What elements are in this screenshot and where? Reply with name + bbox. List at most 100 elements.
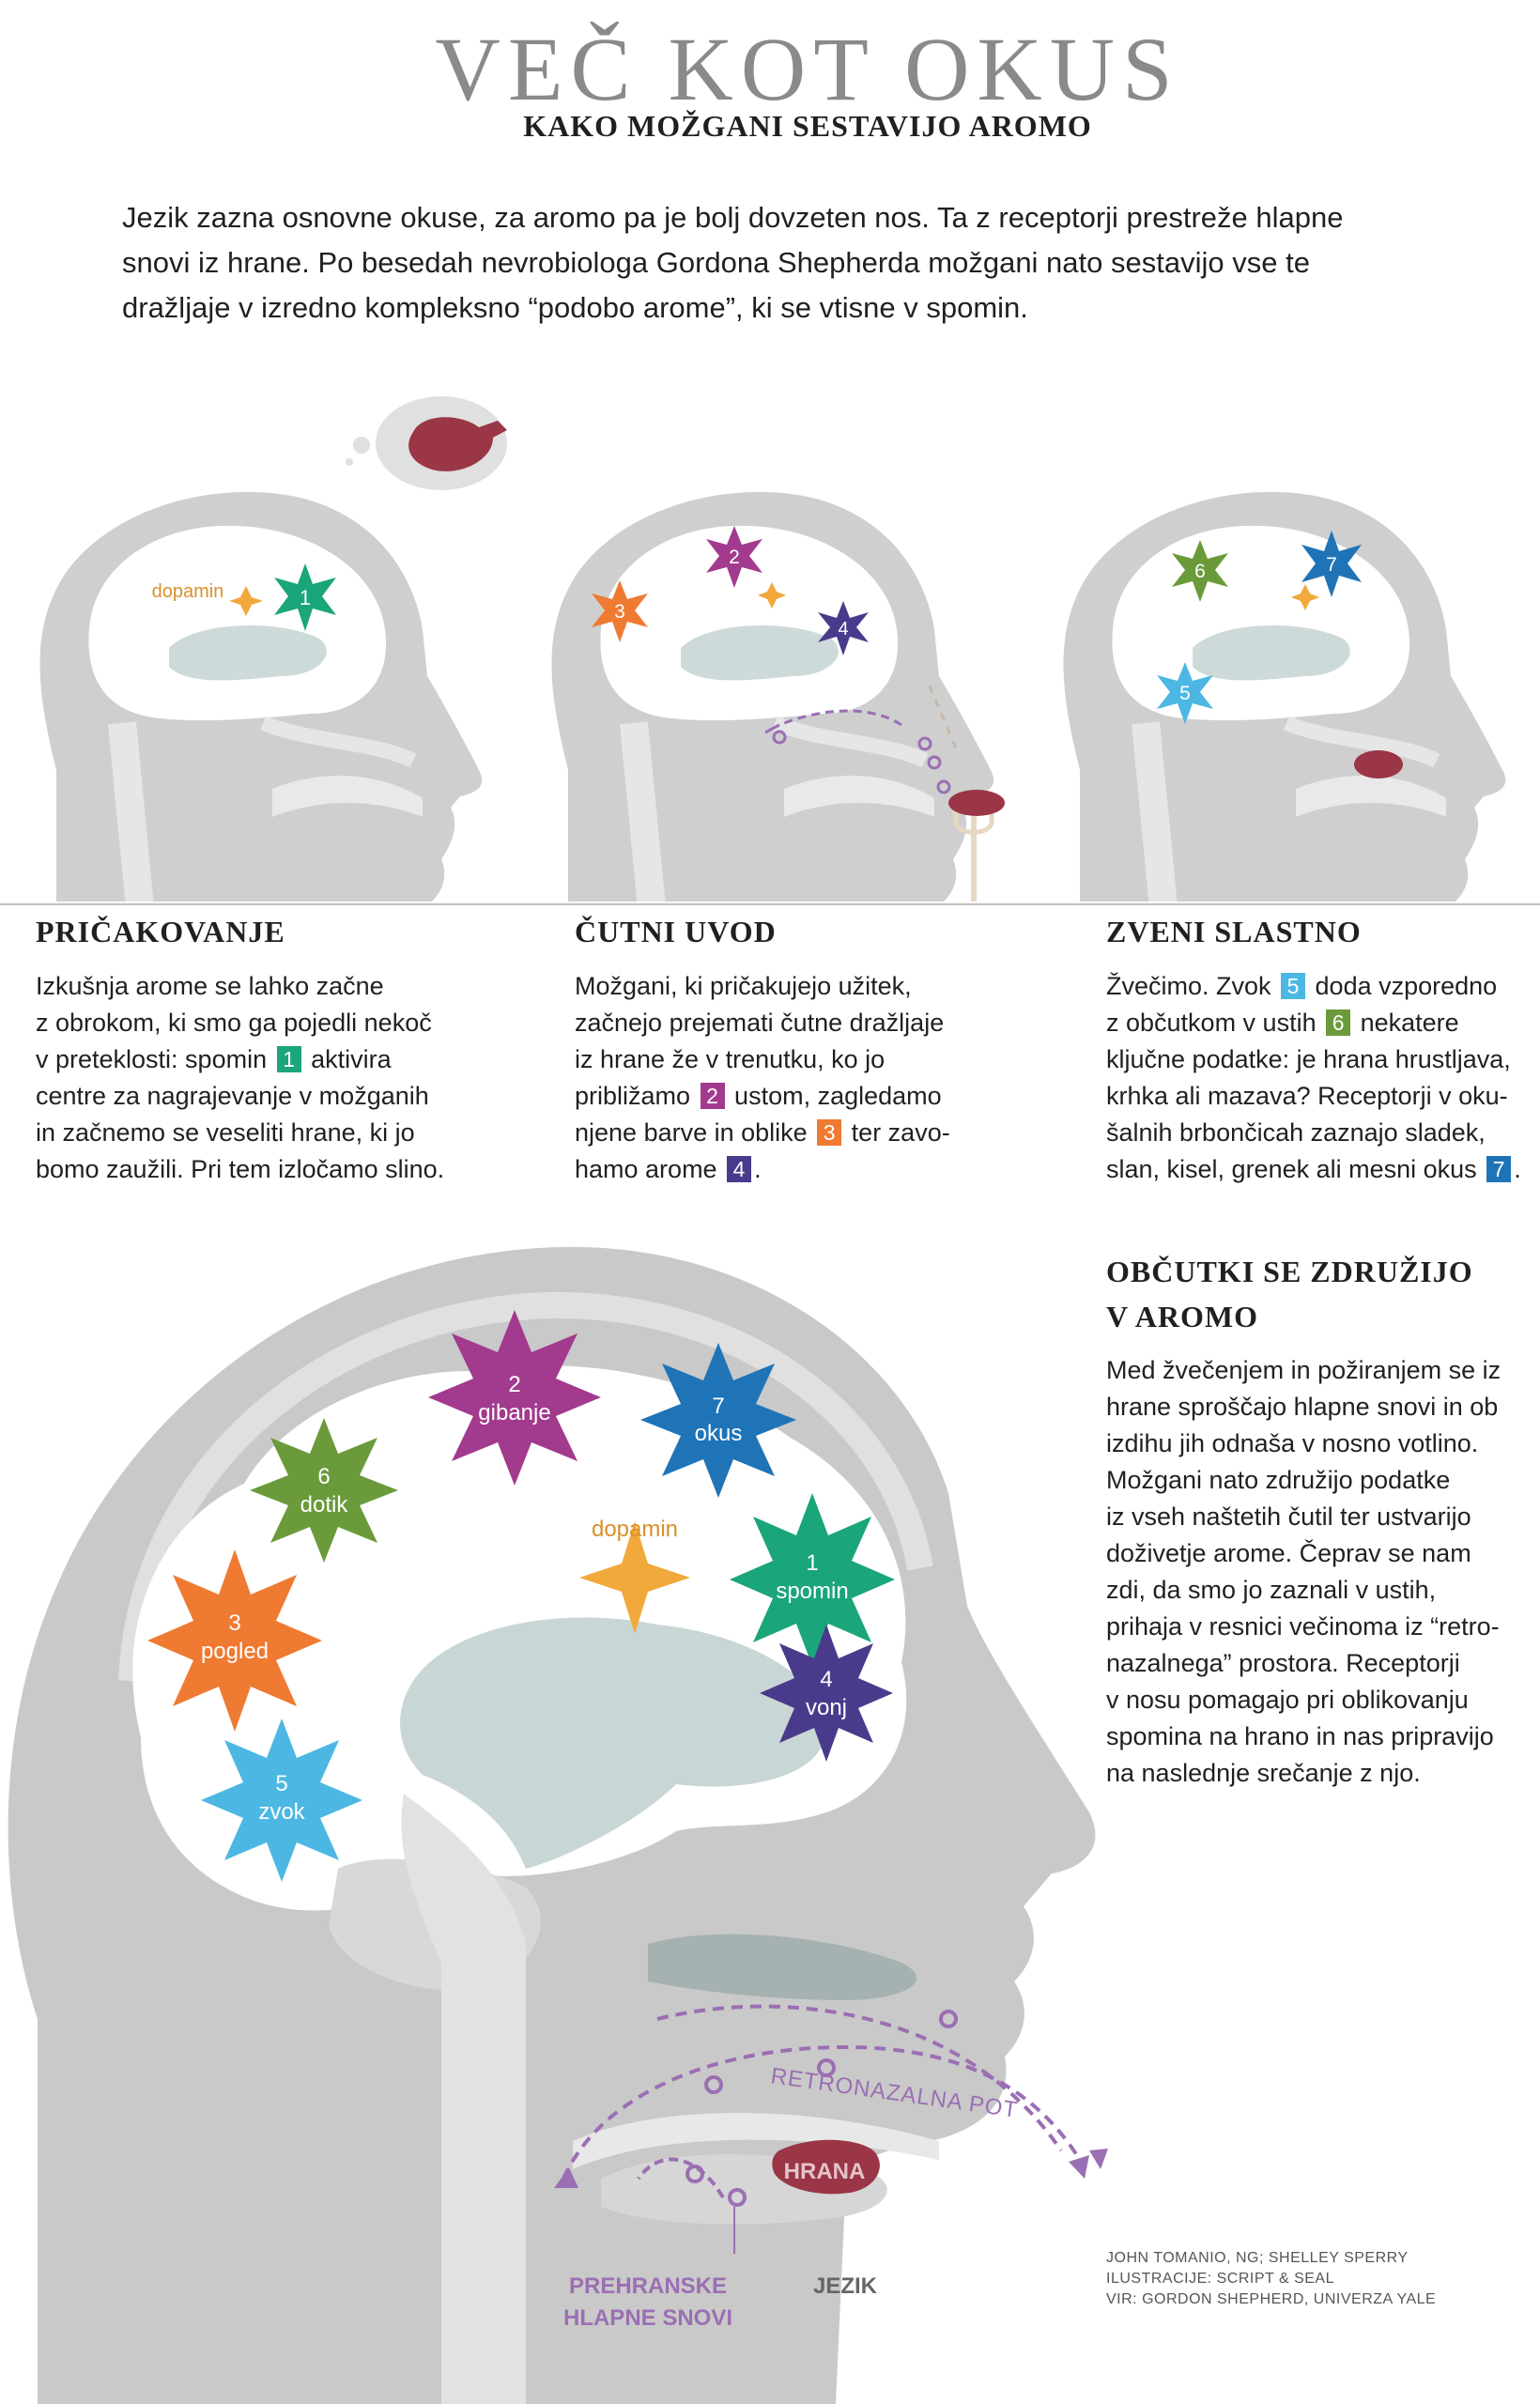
star-1-num: 1 (300, 586, 311, 609)
vapor-dot (704, 2075, 723, 2094)
body-line: Izkušnja arome se lahko začne (36, 972, 384, 1000)
vapor-path (637, 2157, 725, 2199)
section-body: Med žvečenjem in požiranjem se iz hrane … (1106, 1352, 1529, 1792)
head-anticipation (40, 492, 483, 902)
star-2: 2 (706, 526, 762, 588)
star-6-num: 6 (1194, 561, 1206, 582)
star-4-num: 4 (838, 619, 848, 640)
prehranske-label-2: HLAPNE SNOVI (563, 2305, 732, 2331)
drumstick-icon (408, 417, 507, 471)
big-star-7: 7 okus (640, 1343, 796, 1498)
star-5-num: 5 (1179, 683, 1191, 704)
number-badge: 1 (276, 1046, 301, 1072)
intro-line: dražljaje v izredno kompleksno “podobo a… (122, 291, 1028, 324)
thought-bubble (346, 458, 353, 466)
sight-line (928, 685, 960, 754)
number-badge: 2 (700, 1083, 725, 1109)
section-flavor: OBČUTKI SE ZDRUŽIJO V AROMO Med žvečenje… (1106, 1249, 1529, 1792)
vapor-dot (817, 2058, 836, 2077)
orthonasal-path (778, 709, 902, 727)
vapor-dot (685, 2165, 704, 2183)
body-line: krhka ali mazava? Receptorji v oku- (1106, 1082, 1508, 1110)
credit-line: VIR: GORDON SHEPHERD, UNIVERZA YALE (1106, 2291, 1437, 2307)
palate (573, 2113, 939, 2169)
body-line: prihaja v resnici večinoma iz “retro- (1106, 1612, 1500, 1641)
body-line: bomo zaužili. Pri tem izločamo slino. (36, 1155, 445, 1183)
dopamin-star-3 (1291, 584, 1319, 610)
big-star-6-num: 6 (317, 1464, 330, 1489)
vapor-dot (917, 736, 932, 751)
hrana-food: HRANA (772, 2139, 880, 2195)
intro-paragraph: Jezik zazna osnovne okuse, za aromo pa j… (122, 195, 1493, 331)
body-line: spomina na hrano in nas pripravijo (1106, 1722, 1494, 1750)
retronasal-path (562, 2044, 1082, 2180)
body-line: začnejo prejemati čutne dražljaje (575, 1009, 945, 1037)
body-line: na naslednje srečanje z njo. (1106, 1759, 1421, 1787)
panel-chewing: ZVENI SLASTNO Žvečimo. Zvok 5 doda vzpor… (1106, 915, 1529, 1188)
body-line: izdihu jih odnaša v nosno votlino. (1106, 1429, 1479, 1457)
number-badge: 7 (1486, 1156, 1512, 1182)
body-line: Med žvečenjem in požiranjem se iz (1106, 1356, 1502, 1384)
small-heads-illustration: dopamin 1 2 3 4 6 7 (0, 396, 1540, 902)
body-line: slan, kisel, grenek ali mesni okus 7. (1106, 1155, 1521, 1183)
star-7-num: 7 (1326, 554, 1337, 576)
number-badge: 6 (1326, 1009, 1351, 1036)
dopamin-label: dopamin (152, 581, 224, 602)
big-head-illustration: HRANA RETRONAZALNA POT PREHRANSKE HLAPNE… (8, 1246, 1108, 2404)
credit-line: JOHN TOMANIO, NG; SHELLEY SPERRY (1106, 2250, 1409, 2266)
arrow-head (554, 2167, 578, 2188)
big-star-6: 6 dotik (250, 1418, 398, 1563)
panel-sensory: ČUTNI UVOD Možgani, ki pričakujejo užite… (575, 915, 1063, 1188)
body-line: v preteklosti: spomin 1 aktivira (36, 1045, 392, 1073)
panel-heading: ZVENI SLASTNO (1106, 915, 1362, 948)
number-badge: 3 (817, 1119, 842, 1146)
page-title: VEČ KOT OKUS (435, 19, 1180, 119)
credits: JOHN TOMANIO, NG; SHELLEY SPERRY ILUSTRA… (1106, 2248, 1436, 2310)
body-line: iz hrane že v trenutku, ko jo (575, 1045, 886, 1073)
panel-heading: PRIČAKOVANJE (36, 915, 285, 948)
big-star-1-num: 1 (806, 1550, 818, 1576)
section-heading-line: OBČUTKI SE ZDRUŽIJO (1106, 1255, 1473, 1288)
body-line: centre za nagrajevanje v možganih (36, 1082, 429, 1110)
credit-line: ILUSTRACIJE: SCRIPT & SEAL (1106, 2271, 1334, 2287)
exhale-path (656, 2004, 1063, 2152)
number-badge: 4 (727, 1156, 752, 1182)
brain-stem (401, 1794, 526, 2404)
section-heading-line: V AROMO (1106, 1300, 1258, 1333)
panel-anticipation: PRIČAKOVANJE Izkušnja arome se lahko zač… (36, 915, 524, 1188)
star-6: 6 (1172, 540, 1228, 602)
body-line: doživetje arome. Čeprav se nam (1106, 1539, 1471, 1567)
big-star-1-label: spomin (776, 1579, 848, 1604)
number-badge: 5 (1281, 973, 1306, 999)
body-line: nazalnega” prostora. Receptorji (1106, 1649, 1460, 1677)
intro-line: snovi iz hrane. Po besedah nevrobiologa … (122, 246, 1310, 279)
jezik-label: JEZIK (813, 2273, 878, 2299)
body-line: v nosu pomagajo pri oblikovanju (1106, 1686, 1469, 1714)
body-line: hrane sproščajo hlapne snovi in ob (1106, 1393, 1499, 1421)
big-star-2-label: gibanje (478, 1400, 550, 1425)
big-star-3-label: pogled (201, 1639, 269, 1664)
body-line: Žvečimo. Zvok 5 doda vzporedno (1106, 972, 1498, 1000)
intro-line: Jezik zazna osnovne okuse, za aromo pa j… (122, 201, 1344, 234)
page-subtitle: KAKO MOŽGANI SESTAVIJO AROMO (523, 109, 1092, 143)
limbic-area (400, 1617, 826, 1869)
vapor-dot (927, 755, 942, 770)
body-line: hamo arome 4. (575, 1155, 762, 1183)
star-3-num: 3 (614, 601, 625, 623)
dopamin-star: dopamin (152, 581, 263, 616)
dopamin-star-2 (758, 582, 786, 609)
vapor-dot (772, 730, 787, 745)
body-line: Možgani, ki pričakujejo užitek, (575, 972, 912, 1000)
thought-bubble (353, 437, 370, 454)
star-4: 4 (818, 601, 869, 655)
big-star-2-num: 2 (508, 1372, 520, 1397)
star-2-num: 2 (729, 547, 740, 568)
star-1: 1 (274, 563, 336, 631)
vapor-dot (939, 2010, 958, 2028)
arrow-head (1069, 2155, 1089, 2179)
body-line: iz vseh naštetih čutil ter ustvarijo (1106, 1502, 1471, 1531)
big-star-4-label: vonj (806, 1695, 847, 1720)
section-divider (0, 903, 1540, 905)
arrow-head (1089, 2149, 1108, 2169)
